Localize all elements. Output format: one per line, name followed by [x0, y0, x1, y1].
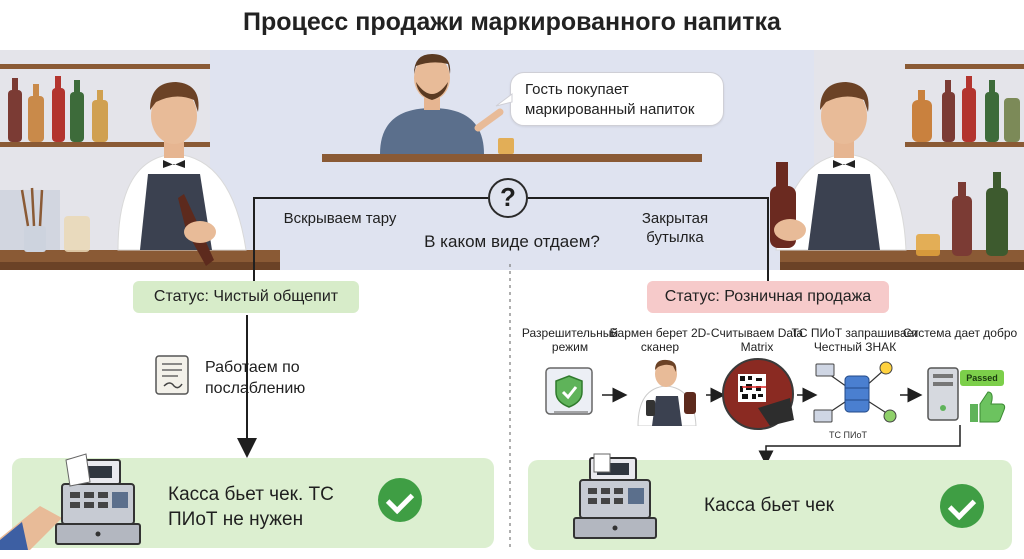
guest-speech-bubble: Гость покупает маркированный напиток	[510, 72, 724, 126]
tc-piot-label: ТС ПИоТ	[829, 430, 867, 440]
result-text-right: Касса бьет чек	[704, 495, 834, 516]
shield-check-icon	[545, 367, 593, 415]
check-icon	[378, 478, 422, 522]
status-badge-left: Статус: Чистый общепит	[133, 281, 359, 313]
check-icon	[940, 484, 984, 528]
bar-scene	[0, 50, 1024, 270]
page-title: Процесс продажи маркированного напитка	[243, 8, 781, 36]
thumbs-up-icon	[970, 391, 1006, 423]
bubble-tail	[495, 93, 513, 107]
step-label-permit: Разрешительный режим	[521, 326, 619, 354]
step-label-system: Система дает добро	[902, 326, 1018, 340]
step-label-scanner: Бармен берет 2D-сканер	[609, 326, 711, 354]
step-label-datamatrix: Считываем Data Matrix	[710, 326, 804, 354]
cash-register-icon-right	[573, 453, 657, 539]
passed-badge: Passed	[960, 370, 1004, 386]
cash-register-icon-left	[0, 453, 141, 550]
question-text: В каком виде отдаем?	[424, 232, 600, 251]
branch-left-label: Вскрываем тару	[283, 210, 397, 227]
status-badge-right: Статус: Розничная продажа	[647, 281, 889, 313]
step-label-tspiot: ТС ПИоТ запрашивает Честный ЗНАК	[791, 326, 919, 354]
question-icon: ?	[488, 178, 528, 218]
relief-note: Работаем по послаблению	[205, 359, 306, 397]
bartender-left	[20, 82, 247, 266]
datamatrix-icon	[722, 358, 794, 430]
document-icon	[155, 355, 189, 395]
result-text-left: Касса бьет чек. ТС ПИоТ не нужен	[168, 484, 334, 530]
bartender-right	[770, 82, 1008, 256]
branch-right-label: Закрытая бутылка	[641, 210, 709, 246]
guest-illustration	[380, 54, 514, 154]
server-icon	[813, 361, 897, 423]
pc-tower-icon	[927, 367, 959, 421]
scanner-icon	[637, 359, 697, 426]
